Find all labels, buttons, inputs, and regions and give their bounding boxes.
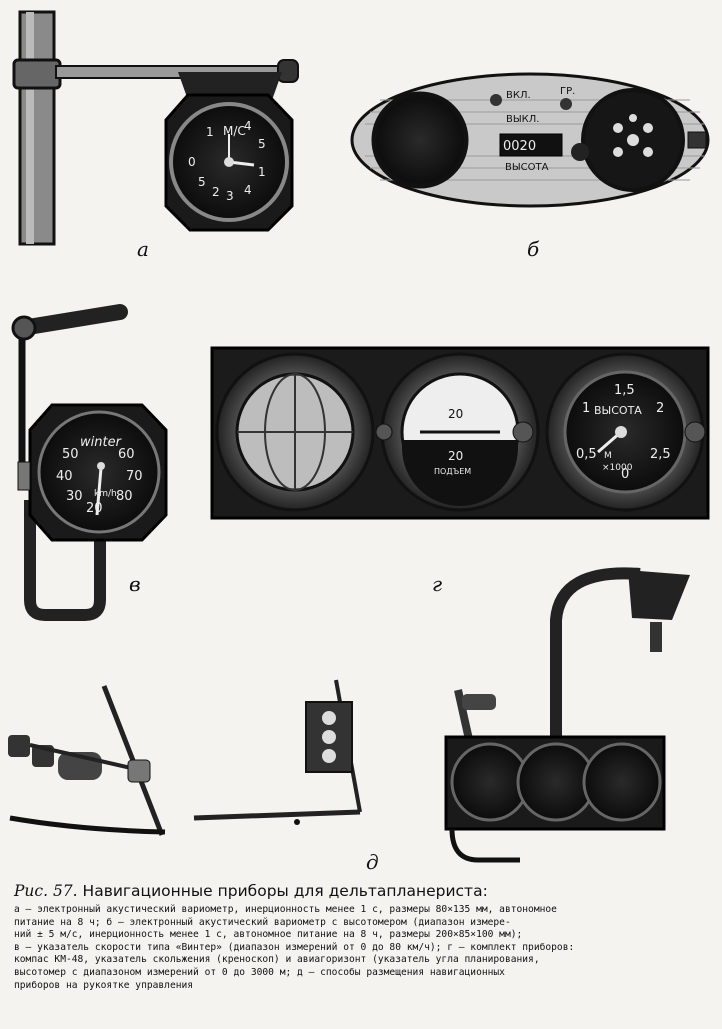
caption-line: питание на 8 ч; б — электронный акустиче… [14, 916, 511, 928]
svg-text:1,5: 1,5 [614, 383, 635, 398]
caption-line: ний ± 5 м/с, инерционность менее 1 с, ав… [14, 929, 523, 941]
caption-body: а — электронный акустический вариометр, … [14, 904, 712, 992]
vario-b: 0020 ВКЛ. ВЫКЛ. ГР. ВЫСОТА [350, 72, 710, 208]
svg-text:40: 40 [56, 469, 73, 484]
svg-text:2,5: 2,5 [650, 447, 671, 462]
label-b: б [527, 237, 540, 261]
caption-title: Навигационные приборы для дельтапланерис… [82, 882, 488, 900]
altimeter-unit: М [604, 451, 612, 461]
speed-brand: winter [80, 435, 123, 450]
mounting-d-right [444, 567, 690, 863]
svg-text:70: 70 [126, 469, 143, 484]
caption-line: компас КМ-48, указатель скольжения (крен… [14, 954, 540, 966]
vario-b-switch-on: ВКЛ. [506, 90, 531, 101]
svg-text:2: 2 [212, 185, 220, 199]
altimeter-label: ВЫСОТА [594, 404, 642, 417]
svg-text:20: 20 [86, 501, 103, 516]
vario-b-altitude: ВЫСОТА [505, 162, 549, 173]
svg-text:0: 0 [621, 467, 629, 482]
svg-text:60: 60 [118, 447, 135, 462]
caption-line: в — указатель скорости типа «Винтер» (ди… [14, 941, 575, 953]
caption-line: высотомер с диапазоном измерений от 0 до… [14, 966, 505, 978]
svg-text:30: 30 [66, 489, 83, 504]
vario-b-switch-off: ВЫКЛ. [506, 114, 539, 125]
horizon-top-value: 20 [448, 407, 463, 421]
speed-unit: km/h [94, 489, 117, 499]
vario-b-mode: ГР. [560, 86, 575, 97]
label-a: а [137, 237, 149, 261]
instrument-set-g: 20 20 ПОДЪЕМ ВЫСОТА М ×1000 0 0,5 1 1,5 … [210, 346, 710, 520]
svg-text:0,5: 0,5 [576, 447, 597, 462]
label-v: в [129, 572, 141, 596]
vario-b-counter: 0020 [503, 139, 536, 154]
caption-line: приборов на рукоятке управления [14, 979, 194, 991]
horizon-bottom-value: 20 [448, 449, 463, 463]
vario-a-unit: М/С [223, 124, 246, 138]
svg-text:0: 0 [188, 155, 196, 169]
svg-text:5: 5 [198, 175, 206, 189]
svg-text:80: 80 [116, 489, 133, 504]
label-d: д [366, 850, 379, 874]
svg-text:4: 4 [244, 119, 252, 133]
svg-text:3: 3 [226, 189, 234, 203]
horizon-text: ПОДЪЕМ [434, 467, 471, 476]
svg-text:1: 1 [258, 165, 266, 179]
svg-text:5: 5 [258, 137, 266, 151]
svg-text:2: 2 [656, 401, 664, 416]
caption-title-line: Рис. 57. Навигационные приборы для дельт… [14, 882, 712, 900]
svg-text:50: 50 [62, 447, 79, 462]
mounting-d-left [8, 685, 166, 836]
svg-text:1: 1 [206, 125, 214, 139]
svg-text:1: 1 [582, 401, 590, 416]
label-g: г [432, 572, 443, 596]
svg-text:4: 4 [244, 183, 252, 197]
mounting-d-middle [193, 679, 362, 825]
speed-indicator-v: winter km/h 20 30 40 50 60 70 80 [11, 304, 168, 621]
caption-line: а — электронный акустический вариометр, … [14, 904, 557, 915]
caption-prefix: Рис. 57. [14, 882, 78, 900]
figure-caption: Рис. 57. Навигационные приборы для дельт… [14, 882, 712, 992]
altimeter-multiplier: ×1000 [602, 463, 633, 473]
